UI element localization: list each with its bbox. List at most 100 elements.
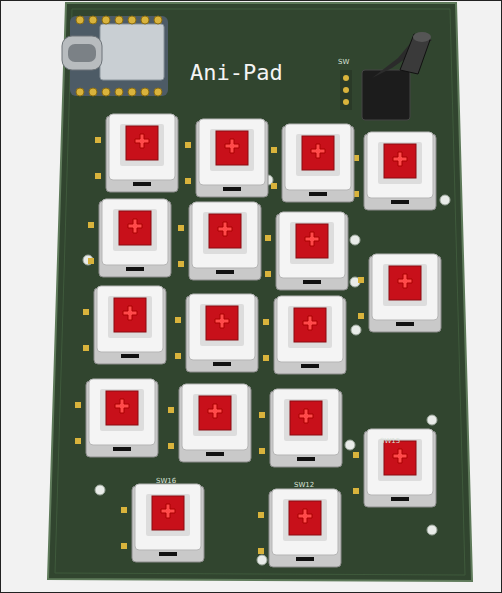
castellated-pad: [154, 88, 162, 96]
pcb-board: [48, 3, 472, 581]
switch-housing-top: [273, 389, 339, 455]
switch-led-slot: [301, 364, 319, 368]
switch-recess: [288, 306, 332, 348]
switch-stem: [206, 306, 238, 340]
solder-pad: [353, 452, 359, 458]
key-switches: [86, 114, 441, 567]
stem-cross: [398, 274, 412, 288]
solder-pad: [121, 543, 127, 549]
mounting-holes: [83, 175, 450, 565]
stem-cross: [393, 449, 407, 463]
solder-pad: [175, 353, 181, 359]
solder-pad: [263, 355, 269, 361]
solder-pad: [121, 507, 127, 513]
silkscreen-label: SW16: [156, 477, 176, 485]
switch-housing-top: [135, 484, 201, 550]
switch-housing-top: [189, 294, 255, 360]
solder-pad: [95, 137, 101, 143]
switch-stem: [294, 308, 326, 342]
switch-recess: [120, 124, 164, 166]
switch-stem: [126, 126, 158, 160]
solder-pad: [358, 277, 364, 283]
switch-housing-top: [182, 384, 248, 450]
key-switch: [369, 254, 441, 332]
mounting-hole: [427, 525, 437, 535]
stem-cross: [298, 509, 312, 523]
solder-pad: [178, 225, 184, 231]
solder-pad: [258, 512, 264, 518]
solder-pad: [185, 178, 191, 184]
switch-stem: [152, 496, 184, 530]
switch-stem: [389, 266, 421, 300]
mounting-hole: [345, 440, 355, 450]
switch-led-slot: [223, 187, 241, 191]
key-switch: [282, 124, 354, 202]
encoder-pin: [343, 99, 349, 105]
switch-stem: [199, 396, 231, 430]
switch-led-slot: [303, 280, 321, 284]
switch-recess: [296, 134, 340, 176]
key-switch: [106, 114, 178, 192]
castellated-pad: [102, 88, 110, 96]
encoder-pin-header: [340, 70, 352, 110]
solder-pad: [88, 258, 94, 264]
castellated-pad: [141, 88, 149, 96]
switch-recess: [113, 209, 157, 251]
solder-pad: [271, 183, 277, 189]
switch-housing-top: [367, 429, 433, 495]
switch-stem: [302, 136, 334, 170]
encoder-body: [362, 70, 410, 120]
mounting-hole: [95, 485, 105, 495]
module-pads: [76, 16, 162, 96]
solder-pad: [178, 261, 184, 267]
mounting-hole: [83, 255, 93, 265]
switch-led-slot: [113, 447, 131, 451]
switch-housing-top: [199, 119, 265, 185]
switch-recess: [378, 142, 422, 184]
castellated-pad: [154, 16, 162, 24]
castellated-pad: [115, 16, 123, 24]
switch-housing-top: [367, 132, 433, 198]
key-switch: [179, 384, 251, 462]
key-switch: [276, 212, 348, 290]
solder-pad: [265, 235, 271, 241]
key-switch: [189, 202, 261, 280]
solder-pad: [271, 147, 277, 153]
switch-stem: [290, 401, 322, 435]
solder-pad: [263, 319, 269, 325]
switch-recess: [100, 389, 144, 431]
switch-led-slot: [216, 270, 234, 274]
switch-stem: [384, 441, 416, 475]
castellated-pad: [128, 88, 136, 96]
stem-cross: [311, 144, 325, 158]
switch-recess: [146, 494, 190, 536]
solder-pad: [353, 488, 359, 494]
stem-cross: [128, 219, 142, 233]
stem-cross: [299, 409, 313, 423]
solder-pad: [358, 313, 364, 319]
key-switch: [86, 379, 158, 457]
stem-cross: [161, 504, 175, 518]
switch-housing-top: [192, 202, 258, 268]
switch-recess: [378, 439, 422, 481]
switch-stem: [119, 211, 151, 245]
switch-housing-top: [285, 124, 351, 190]
switch-led-slot: [297, 457, 315, 461]
switch-stem: [114, 298, 146, 332]
stem-cross: [225, 139, 239, 153]
stem-cross: [218, 222, 232, 236]
solder-pad: [75, 438, 81, 444]
switch-stem: [209, 214, 241, 248]
switch-stem: [216, 131, 248, 165]
switch-stem: [106, 391, 138, 425]
encoder-pin: [343, 87, 349, 93]
switch-led-slot: [121, 354, 139, 358]
switch-led-slot: [296, 557, 314, 561]
switch-stem: [384, 144, 416, 178]
solder-pad: [75, 402, 81, 408]
switch-led-slot: [391, 497, 409, 501]
switch-recess: [284, 399, 328, 441]
key-switch: [274, 296, 346, 374]
